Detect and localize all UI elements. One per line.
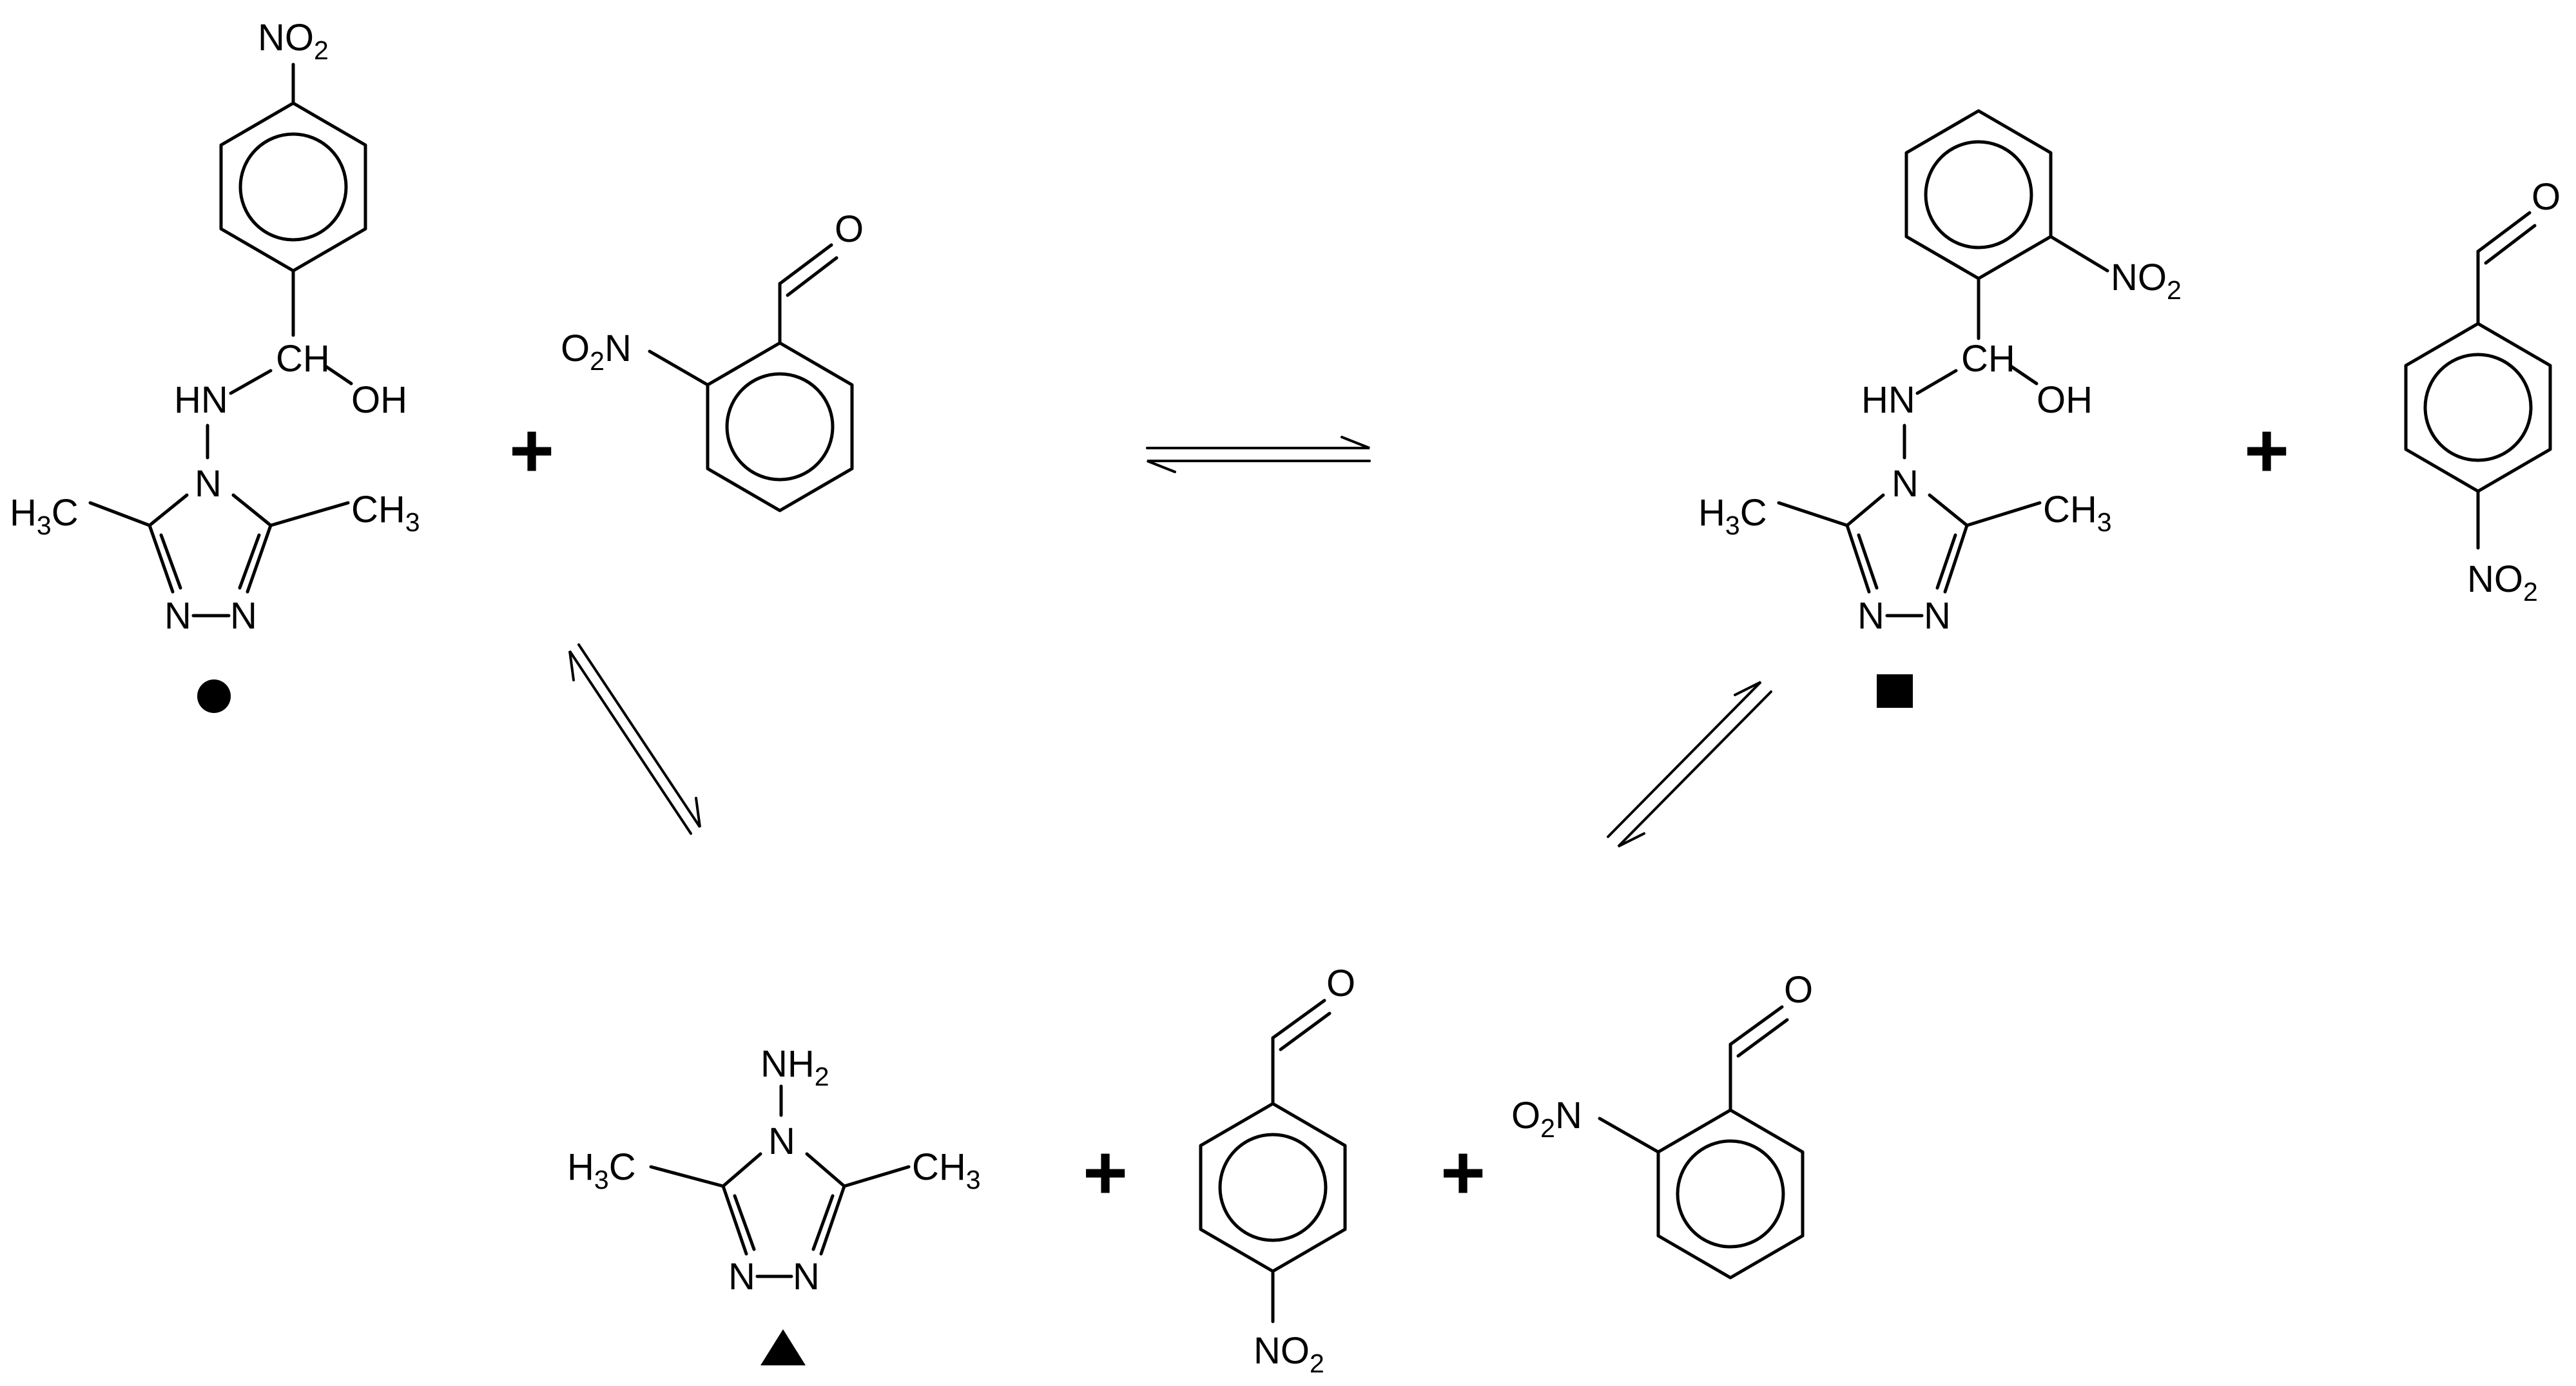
triazole-n-right: N — [1924, 595, 1951, 637]
plus-sign: + — [509, 407, 554, 494]
triazole-n-right: N — [793, 1256, 820, 1298]
methyl-right-label: CH3 — [912, 1146, 981, 1195]
aminotriazole: NH2 N N N H3C CH3 — [567, 1043, 981, 1298]
triazole-n-left: N — [164, 595, 191, 637]
triazole-n-label: N — [1892, 463, 1919, 505]
aldehyde-para-nitro-top: O NO2 — [2404, 176, 2561, 607]
triazole-n-left: N — [1857, 595, 1884, 637]
nitro-group-label: NO2 — [1254, 1330, 1324, 1378]
methyl-right-label: CH3 — [351, 489, 420, 537]
triazole-n-label: N — [195, 463, 222, 505]
adduct-ortho-nitro: NO2 CH OH HN N N N H3C CH3 — [1698, 109, 2182, 637]
nitro-group-label: NO2 — [258, 17, 329, 65]
plus-sign: + — [2244, 407, 2289, 494]
triazole-n-left: N — [728, 1256, 755, 1298]
nitro-group-label: O2N — [1511, 1095, 1582, 1143]
hydroxyl-label: OH — [2037, 379, 2093, 421]
aldehyde-ortho-nitro-bottom: O O2N — [1511, 969, 1813, 1280]
nitro-group-label: NO2 — [2111, 257, 2182, 305]
amine-hn-label: HN — [174, 379, 228, 421]
equilibrium-arrow-horizontal — [1146, 436, 1371, 473]
equilibrium-arrow-lower-left — [568, 643, 701, 835]
methyl-right-label: CH3 — [2043, 489, 2112, 537]
methyl-left-label: H3C — [567, 1146, 636, 1195]
ch-label: CH — [1961, 338, 2015, 380]
ch-label: CH — [276, 338, 330, 380]
equilibrium-arrow-lower-right — [1607, 681, 1772, 848]
aldehyde-para-nitro-bottom: O NO2 — [1199, 962, 1355, 1378]
filled-circle-icon — [197, 679, 231, 713]
triazole-n-label: N — [768, 1120, 795, 1162]
carbonyl-o-label: O — [2532, 176, 2561, 218]
methyl-left-label: H3C — [1698, 492, 1767, 540]
nitro-group-label: NO2 — [2467, 558, 2538, 607]
hydroxyl-label: OH — [351, 379, 407, 421]
amine-hn-label: HN — [1861, 379, 1915, 421]
aldehyde-ortho-nitro-top: O O2N — [561, 208, 864, 512]
amine-nh2-label: NH2 — [760, 1043, 829, 1091]
plus-sign: + — [1083, 1129, 1128, 1216]
plus-sign: + — [1440, 1129, 1486, 1216]
carbonyl-o-label: O — [835, 208, 864, 250]
nitro-group-label: O2N — [561, 327, 632, 376]
filled-triangle-icon — [760, 1329, 806, 1365]
carbonyl-o-label: O — [1784, 969, 1813, 1011]
methyl-left-label: H3C — [10, 492, 79, 540]
filled-square-icon — [1877, 674, 1913, 708]
triazole-n-right: N — [230, 595, 257, 637]
carbonyl-o-label: O — [1326, 962, 1355, 1004]
adduct-para-nitro: NO2 CH OH HN N N N H3C CH3 — [10, 17, 420, 637]
